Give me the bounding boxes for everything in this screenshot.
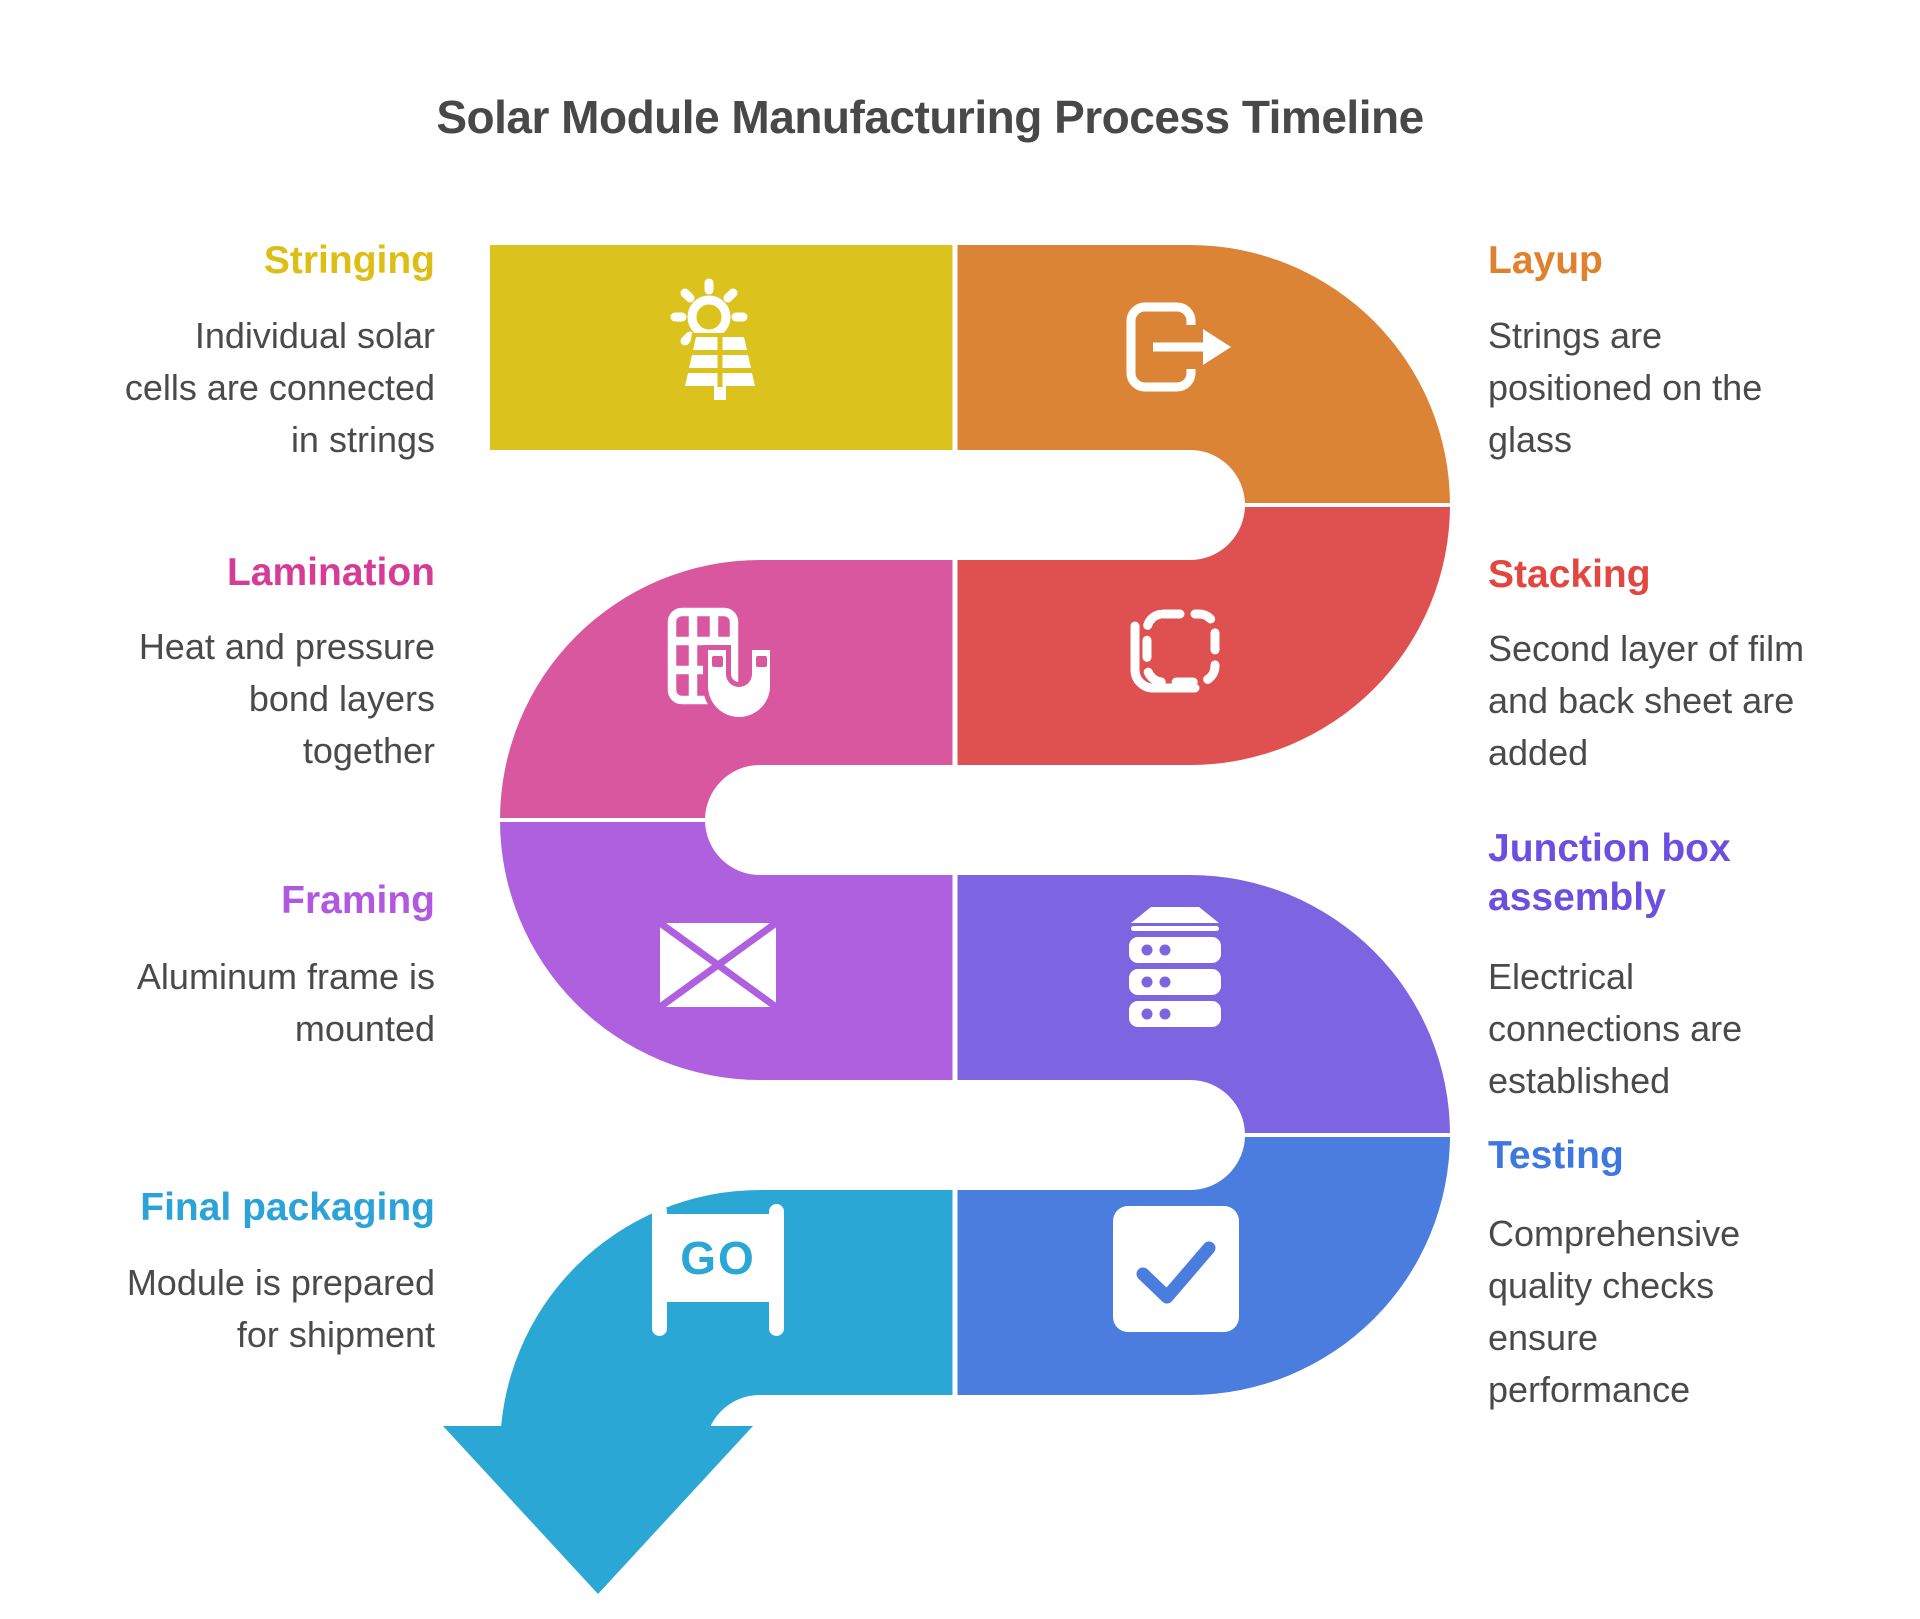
dashed-selection-icon <box>1130 609 1220 693</box>
segment-seams <box>495 245 1455 1395</box>
step-desc-final-packaging: Module is prepared for shipment <box>126 1262 435 1355</box>
step-desc-stacking: Second layer of film and back sheet are … <box>1488 628 1805 773</box>
server-stack-icon <box>1129 907 1221 1027</box>
export-arrow-icon <box>1126 302 1231 392</box>
frame-cross-icon <box>657 920 779 1010</box>
step-desc-stringing: Individual solar cells are connected in … <box>124 315 435 460</box>
step-heading-lamination: Lamination <box>226 551 435 594</box>
step-heading-testing: Testing <box>1488 1134 1624 1177</box>
segment-final-packaging <box>500 1190 955 1450</box>
step-desc-testing: Comprehensive quality checks ensure perf… <box>1488 1213 1741 1410</box>
step-heading-final-packaging: Final packaging <box>140 1186 435 1229</box>
solar-panel-sun-icon <box>670 278 758 400</box>
step-heading-layup: Layup <box>1488 239 1603 282</box>
step-desc-layup: Strings are positioned on the glass <box>1488 315 1763 460</box>
go-label: GO <box>680 1232 756 1284</box>
segment-stacking <box>955 505 1450 765</box>
checkbox-icon <box>1113 1206 1239 1332</box>
step-desc-framing: Aluminum frame is mounted <box>136 956 435 1049</box>
go-banner-icon: GO <box>652 1204 784 1336</box>
step-desc-junction-box: Electrical connections are established <box>1488 956 1743 1101</box>
step-heading-framing: Framing <box>281 879 435 922</box>
page-title: Solar Module Manufacturing Process Timel… <box>436 91 1424 143</box>
flow-end-arrowhead <box>443 1426 753 1594</box>
grid-magnet-icon <box>667 607 775 722</box>
segment-layup <box>955 245 1450 505</box>
step-heading-stacking: Stacking <box>1488 553 1651 596</box>
step-desc-lamination: Heat and pressure bond layers together <box>138 626 435 771</box>
step-heading-junction-box: Junction box assembly <box>1488 827 1731 919</box>
step-heading-stringing: Stringing <box>263 239 435 282</box>
